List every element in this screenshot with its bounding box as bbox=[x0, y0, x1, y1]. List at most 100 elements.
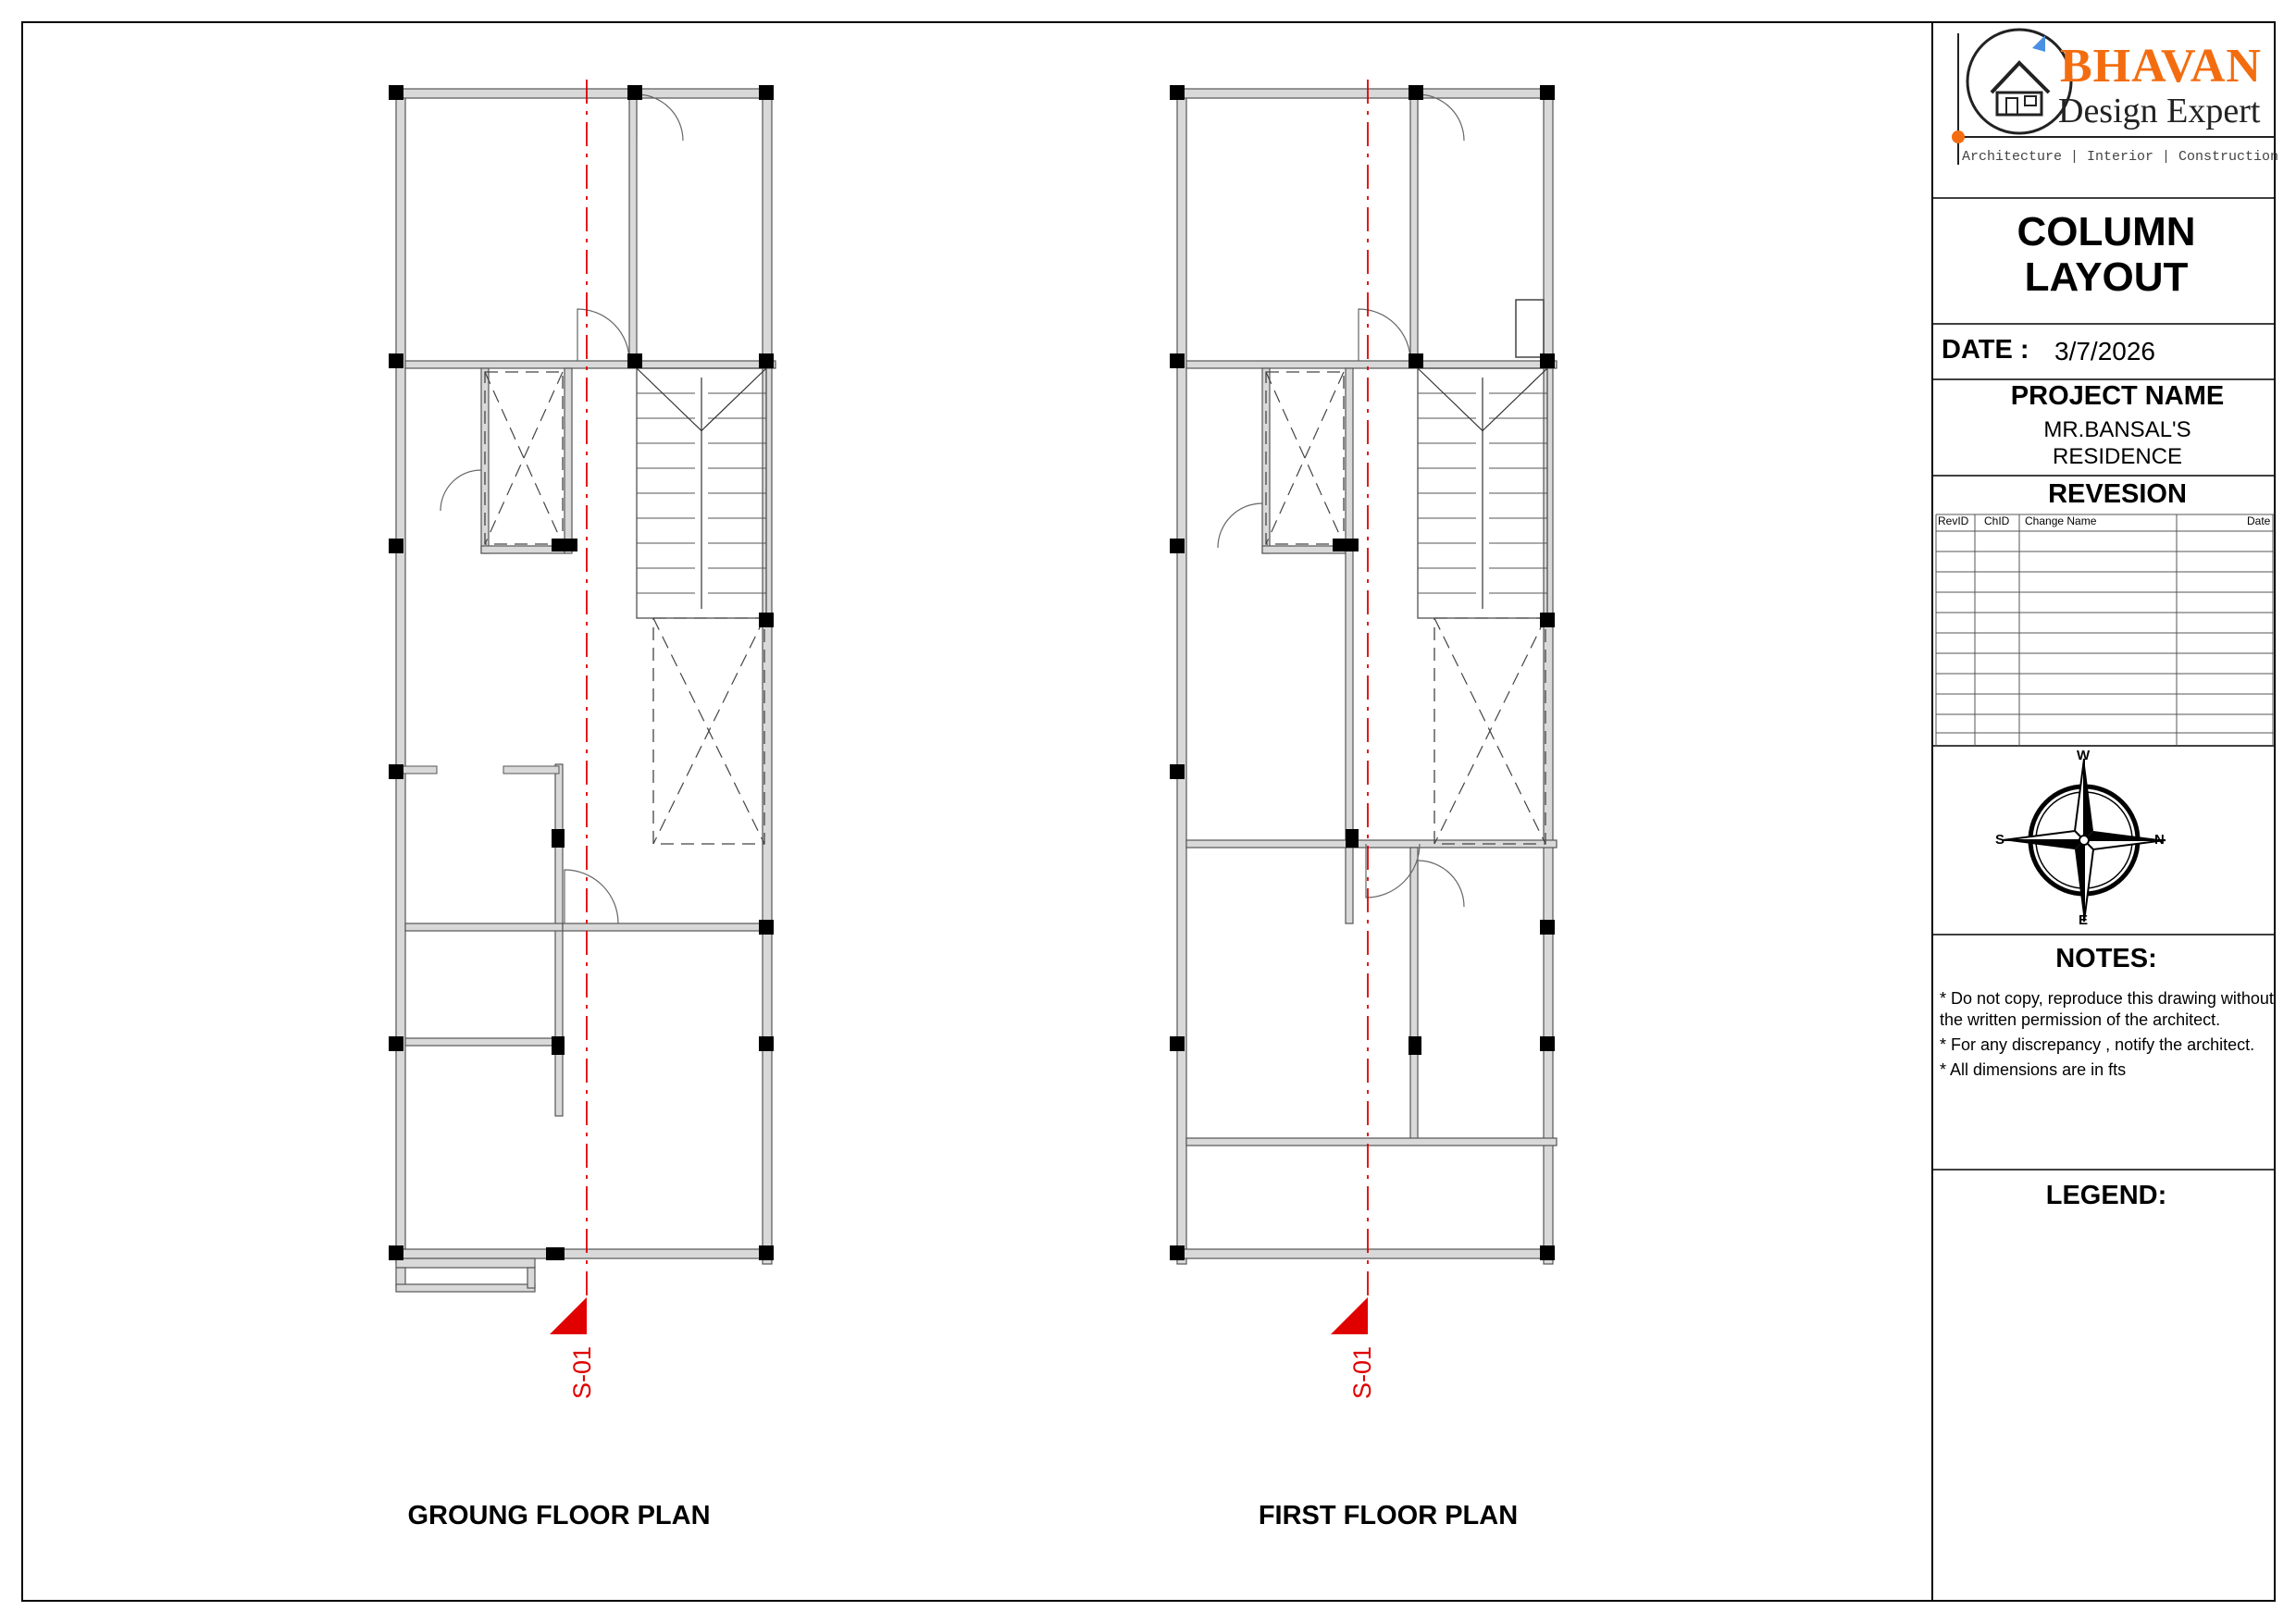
wall bbox=[562, 923, 771, 932]
legend-label: LEGEND: bbox=[2045, 1181, 2167, 1210]
wall bbox=[395, 1248, 771, 1259]
opening-cross bbox=[1265, 371, 1345, 545]
logo-tagline: Architecture | Interior | Construction bbox=[1962, 149, 2279, 165]
project-name-label: PROJECT NAME bbox=[2010, 381, 2225, 411]
column bbox=[1409, 1036, 1421, 1055]
column bbox=[1333, 539, 1359, 551]
compass-right-letter: N bbox=[2154, 832, 2165, 848]
sheet-border bbox=[21, 21, 2276, 1602]
title-block-rows bbox=[1932, 197, 2275, 1171]
opening-cutout bbox=[484, 371, 564, 545]
revision-col-revid: RevID bbox=[1938, 514, 1969, 527]
revision-col-date: Date bbox=[2247, 514, 2271, 527]
opening-cross bbox=[652, 617, 765, 845]
notes-list: * Do not copy, reproduce this drawing wi… bbox=[1940, 988, 2282, 1084]
column bbox=[1170, 539, 1185, 553]
wall bbox=[1185, 360, 1558, 369]
column bbox=[1409, 85, 1423, 100]
wall bbox=[395, 88, 771, 99]
column bbox=[552, 1036, 565, 1055]
opening-cross bbox=[1433, 617, 1546, 845]
column bbox=[389, 85, 403, 100]
column bbox=[389, 539, 403, 553]
drawing-title-line1: COLUMN bbox=[2017, 209, 2196, 254]
wall bbox=[1185, 839, 1558, 849]
wall bbox=[395, 1258, 536, 1269]
column bbox=[759, 353, 774, 368]
revision-col-chid: ChID bbox=[1984, 514, 2010, 527]
opening-cross bbox=[484, 371, 564, 545]
project-name-line1: MR.BANSAL'S bbox=[2043, 417, 2191, 442]
column bbox=[759, 85, 774, 100]
wall bbox=[503, 765, 560, 774]
column bbox=[1409, 353, 1423, 368]
ground-floor-plan-title: GROUNG FLOOR PLAN bbox=[407, 1501, 711, 1530]
column bbox=[627, 353, 642, 368]
column bbox=[1540, 1245, 1555, 1260]
column bbox=[1170, 353, 1185, 368]
door-swing bbox=[564, 869, 619, 924]
wall bbox=[1409, 97, 1419, 367]
door-swing bbox=[1358, 308, 1411, 362]
column bbox=[627, 85, 642, 100]
section-arrow-icon bbox=[1331, 1297, 1368, 1334]
section-arrow-icon bbox=[550, 1297, 587, 1334]
column bbox=[389, 1245, 403, 1260]
column bbox=[389, 1036, 403, 1051]
column bbox=[759, 1036, 774, 1051]
note-item: * For any discrepancy , notify the archi… bbox=[1940, 1035, 2255, 1054]
drawing-title-line2: LAYOUT bbox=[2024, 254, 2189, 300]
door-swing bbox=[636, 93, 684, 142]
project-name-value: MR.BANSAL'S RESIDENCE bbox=[1932, 416, 2296, 470]
door-swing bbox=[577, 308, 630, 362]
shaft-box bbox=[1515, 299, 1545, 358]
wall bbox=[395, 1283, 536, 1293]
column bbox=[552, 539, 577, 551]
column bbox=[389, 764, 403, 779]
first-section-tag: S-01 bbox=[1348, 1345, 1377, 1400]
wall bbox=[1409, 847, 1419, 1145]
first-floor-plan bbox=[1170, 80, 1558, 1334]
column bbox=[1540, 85, 1555, 100]
logo-house-icon bbox=[1952, 28, 2275, 165]
stair-landing bbox=[636, 367, 767, 432]
column bbox=[759, 1245, 774, 1260]
compass-rose-icon bbox=[2002, 758, 2166, 923]
wall bbox=[395, 92, 406, 1265]
wall bbox=[1345, 367, 1354, 924]
wall bbox=[404, 923, 564, 932]
column bbox=[1170, 1036, 1185, 1051]
wall bbox=[1176, 92, 1187, 1265]
wall bbox=[404, 1037, 564, 1047]
column bbox=[759, 613, 774, 627]
revision-label: REVESION bbox=[2048, 479, 2187, 509]
column bbox=[389, 353, 403, 368]
column bbox=[759, 920, 774, 935]
opening-cross bbox=[484, 371, 564, 545]
note-item: * Do not copy, reproduce this drawing wi… bbox=[1940, 989, 2274, 1029]
revision-table bbox=[1935, 514, 2275, 746]
door-swing bbox=[1417, 93, 1465, 142]
logo-brand: BHAVAN bbox=[2060, 40, 2262, 93]
wall bbox=[399, 765, 438, 774]
column bbox=[1170, 85, 1185, 100]
wall bbox=[1176, 88, 1552, 99]
opening-cutout bbox=[1433, 617, 1546, 845]
notes-label: NOTES: bbox=[2055, 944, 2157, 973]
stair-landing bbox=[1417, 367, 1548, 432]
column bbox=[1540, 613, 1555, 627]
wall bbox=[1176, 1248, 1552, 1259]
drawing-title: COLUMN LAYOUT bbox=[1932, 209, 2280, 300]
wall bbox=[527, 1267, 536, 1289]
opening-cutout bbox=[652, 617, 765, 845]
column bbox=[1540, 353, 1555, 368]
wall bbox=[628, 97, 638, 367]
column bbox=[552, 829, 565, 848]
ground-floor-plan bbox=[389, 80, 776, 1334]
project-name-line2: RESIDENCE bbox=[2052, 444, 2183, 469]
door-swing bbox=[1217, 502, 1263, 549]
wall bbox=[1185, 1137, 1558, 1146]
column bbox=[1540, 920, 1555, 935]
door-swing bbox=[1365, 843, 1421, 898]
